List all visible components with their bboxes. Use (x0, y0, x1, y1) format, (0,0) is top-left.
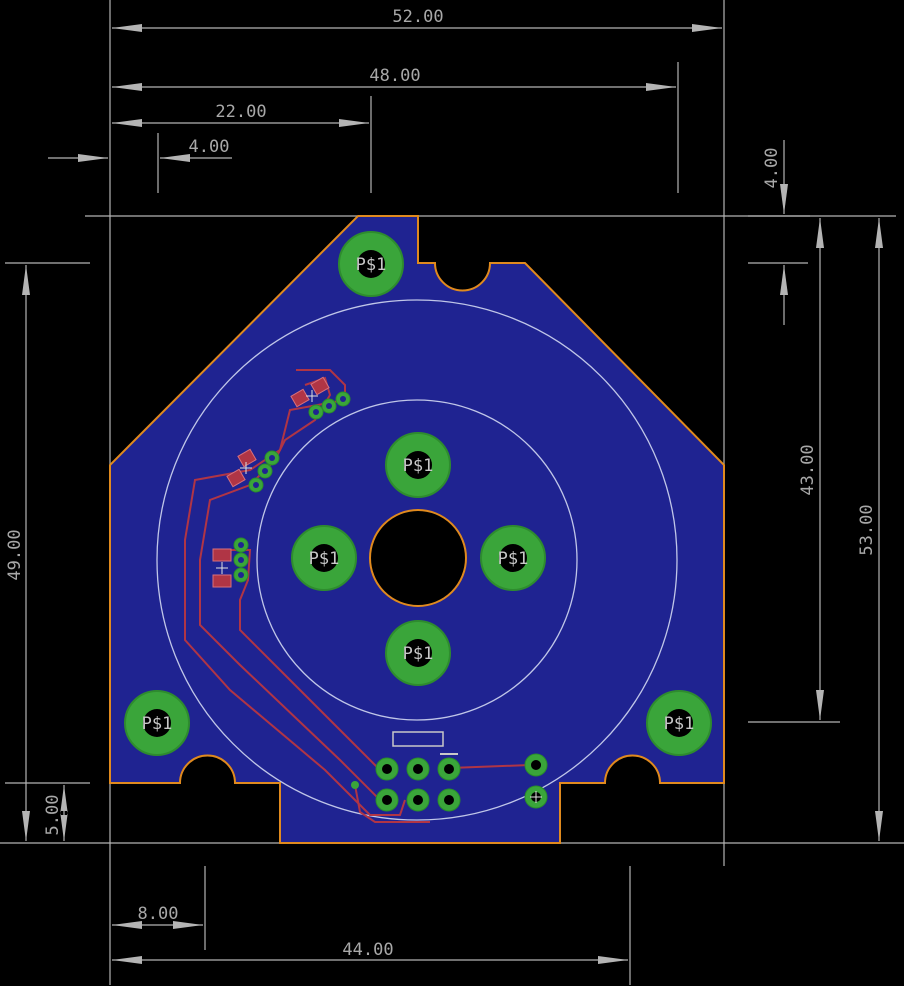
pad-label-corner-left: P$1 (142, 714, 173, 734)
pad-center-right (480, 525, 546, 591)
dim-label-49: 49.00 (5, 529, 25, 580)
dim-label-8: 8.00 (138, 904, 179, 924)
pad-label-center-left: P$1 (309, 549, 340, 569)
pad-label-corner-top: P$1 (356, 255, 387, 275)
dim-label-53: 53.00 (857, 504, 877, 555)
small-vias (233, 391, 351, 583)
inner-circle (256, 399, 578, 721)
smd-crosshairs (216, 390, 318, 574)
hole-icon (369, 509, 467, 607)
pad-label-center-bottom: P$1 (403, 644, 434, 664)
dim-label-44: 44.00 (342, 940, 393, 960)
pad-label-center-top: P$1 (403, 456, 434, 476)
outer-circle (156, 299, 678, 821)
dim-label-43: 43.00 (798, 444, 818, 495)
smd-pad (212, 548, 232, 562)
connector-header (351, 731, 548, 812)
pad-center-top (385, 432, 451, 498)
pad-label-center-right: P$1 (498, 549, 529, 569)
dim-label-22: 22.00 (215, 102, 266, 122)
large-pads (124, 231, 712, 756)
smd-pad (310, 376, 330, 396)
dim-label-4-right: 4.00 (762, 148, 782, 189)
smd-pad (212, 574, 232, 588)
dim-label-52: 52.00 (392, 7, 443, 27)
dim-label-5: 5.00 (43, 795, 63, 836)
smd-pad (290, 388, 310, 408)
smd-pad (237, 448, 257, 468)
smd-components (212, 376, 330, 588)
pad-center-left (291, 525, 357, 591)
pad-corner-top (338, 231, 404, 297)
dim-label-48: 48.00 (369, 66, 420, 86)
pad-corner-left (124, 690, 190, 756)
pad-center-bottom (385, 620, 451, 686)
pad-corner-right (646, 690, 712, 756)
pad-label-corner-right: P$1 (664, 714, 695, 734)
smd-pad (226, 468, 246, 488)
dim-label-4-top: 4.00 (189, 137, 230, 157)
